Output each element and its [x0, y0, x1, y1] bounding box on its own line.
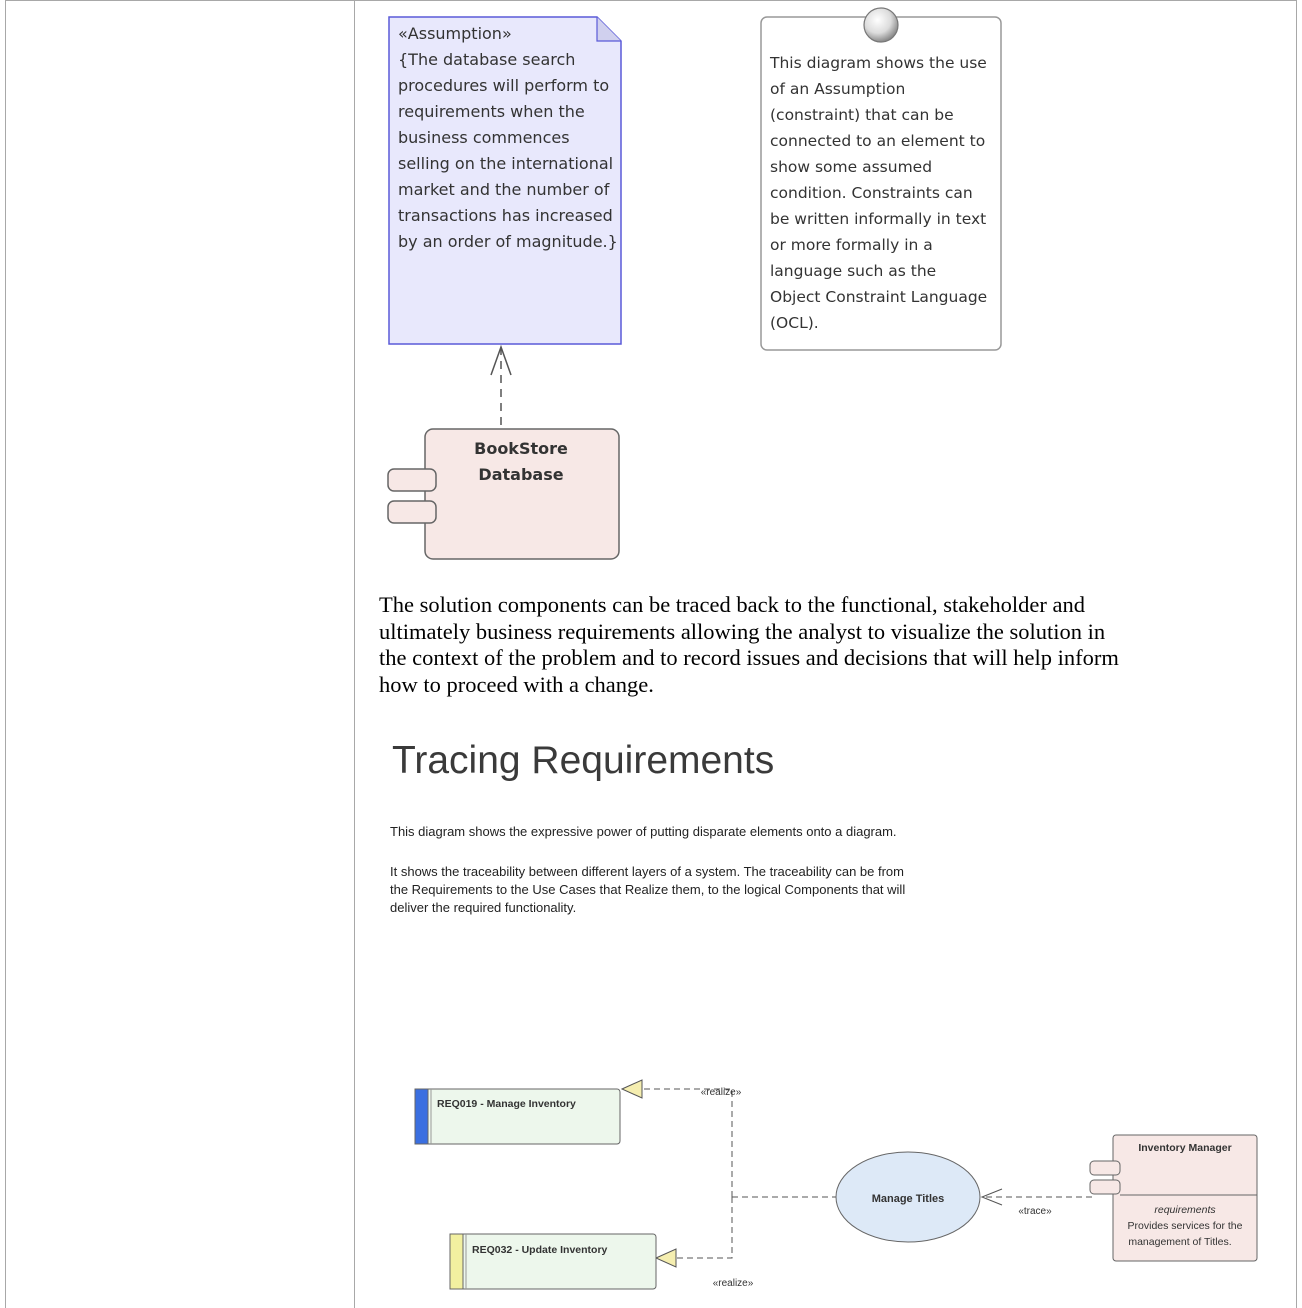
assumption-line: {The database search	[398, 50, 575, 69]
paragraph-line: how to proceed with a change.	[379, 671, 654, 697]
requirement-label: REQ019 - Manage Inventory	[437, 1098, 576, 1110]
info-line: Object Constraint Language	[770, 288, 987, 306]
assumption-line: transactions has increased	[398, 206, 613, 225]
info-line: (constraint) that can be	[770, 106, 954, 124]
note-ball-icon	[863, 7, 899, 43]
tracing-desc: It shows the traceability between differ…	[390, 864, 904, 879]
assumption-line: procedures will perform to	[398, 76, 609, 95]
paragraph-line: The solution components can be traced ba…	[379, 592, 1086, 617]
info-note[interactable]: This diagram shows the use of an Assumpt…	[760, 7, 1002, 351]
compartment-line: management of Titles.	[1128, 1236, 1231, 1248]
tracing-desc: deliver the required functionality.	[390, 900, 576, 915]
body-paragraph: The solution components can be traced ba…	[379, 592, 1279, 698]
info-line: of an Assumption	[770, 80, 905, 98]
assumption-diagram: «Assumption» {The database search proced…	[387, 7, 1002, 560]
component-name: Database	[478, 465, 563, 484]
info-line: or more formally in a	[770, 236, 933, 254]
info-line: show some assumed	[770, 158, 932, 176]
assumption-line: business commences	[398, 128, 570, 147]
assumption-line: selling on the international	[398, 154, 613, 173]
component-name: BookStore	[474, 439, 568, 458]
tracing-desc: This diagram shows the expressive power …	[390, 824, 897, 839]
info-line: This diagram shows the use	[769, 54, 987, 72]
tracing-diagram: Tracing Requirements This diagram shows …	[390, 739, 1258, 1290]
paragraph-line: ultimately business requirements allowin…	[379, 618, 1106, 644]
requirement-req019[interactable]: REQ019 - Manage Inventory	[414, 1088, 621, 1145]
realize-connector-top[interactable]: «realize»	[620, 1079, 742, 1197]
info-line: be written informally in text	[770, 210, 986, 228]
requirement-label: REQ032 - Update Inventory	[472, 1244, 608, 1256]
usecase-manage-titles[interactable]: Manage Titles	[835, 1151, 981, 1243]
info-line: condition. Constraints can	[770, 184, 973, 202]
component-name: Inventory Manager	[1138, 1142, 1231, 1154]
compartment-title: requirements	[1154, 1204, 1216, 1216]
column-divider	[354, 0, 355, 1308]
page-frame	[5, 0, 1297, 1308]
trace-label: «trace»	[1018, 1206, 1052, 1217]
tracing-title: Tracing Requirements	[392, 739, 774, 782]
info-line: (OCL).	[770, 314, 819, 332]
assumption-note[interactable]: «Assumption» {The database search proced…	[388, 16, 622, 345]
realize-label: «realize»	[713, 1278, 754, 1289]
paragraph-line: the context of the problem and to record…	[379, 645, 1119, 670]
usecase-label: Manage Titles	[872, 1193, 945, 1205]
compartment-line: Provides services for the	[1128, 1220, 1243, 1232]
dependency-connector[interactable]	[490, 344, 512, 425]
tracing-desc: the Requirements to the Use Cases that R…	[390, 882, 905, 897]
info-line: language such as the	[770, 262, 936, 280]
assumption-line: market and the number of	[398, 180, 610, 199]
assumption-line: by an order of magnitude.}	[398, 232, 618, 251]
bookstore-component[interactable]: BookStore Database	[387, 428, 620, 560]
requirement-req032[interactable]: REQ032 - Update Inventory	[449, 1233, 657, 1290]
trace-connector[interactable]: «trace»	[980, 1188, 1092, 1217]
assumption-stereotype: «Assumption»	[398, 24, 512, 43]
component-inventory-manager[interactable]: Inventory Manager requirements Provides …	[1089, 1134, 1258, 1262]
assumption-line: requirements when the	[398, 102, 585, 121]
realize-connector-bottom[interactable]: «realize»	[654, 1197, 754, 1289]
realize-label: «realize»	[701, 1087, 742, 1098]
info-line: connected to an element to	[770, 132, 985, 150]
